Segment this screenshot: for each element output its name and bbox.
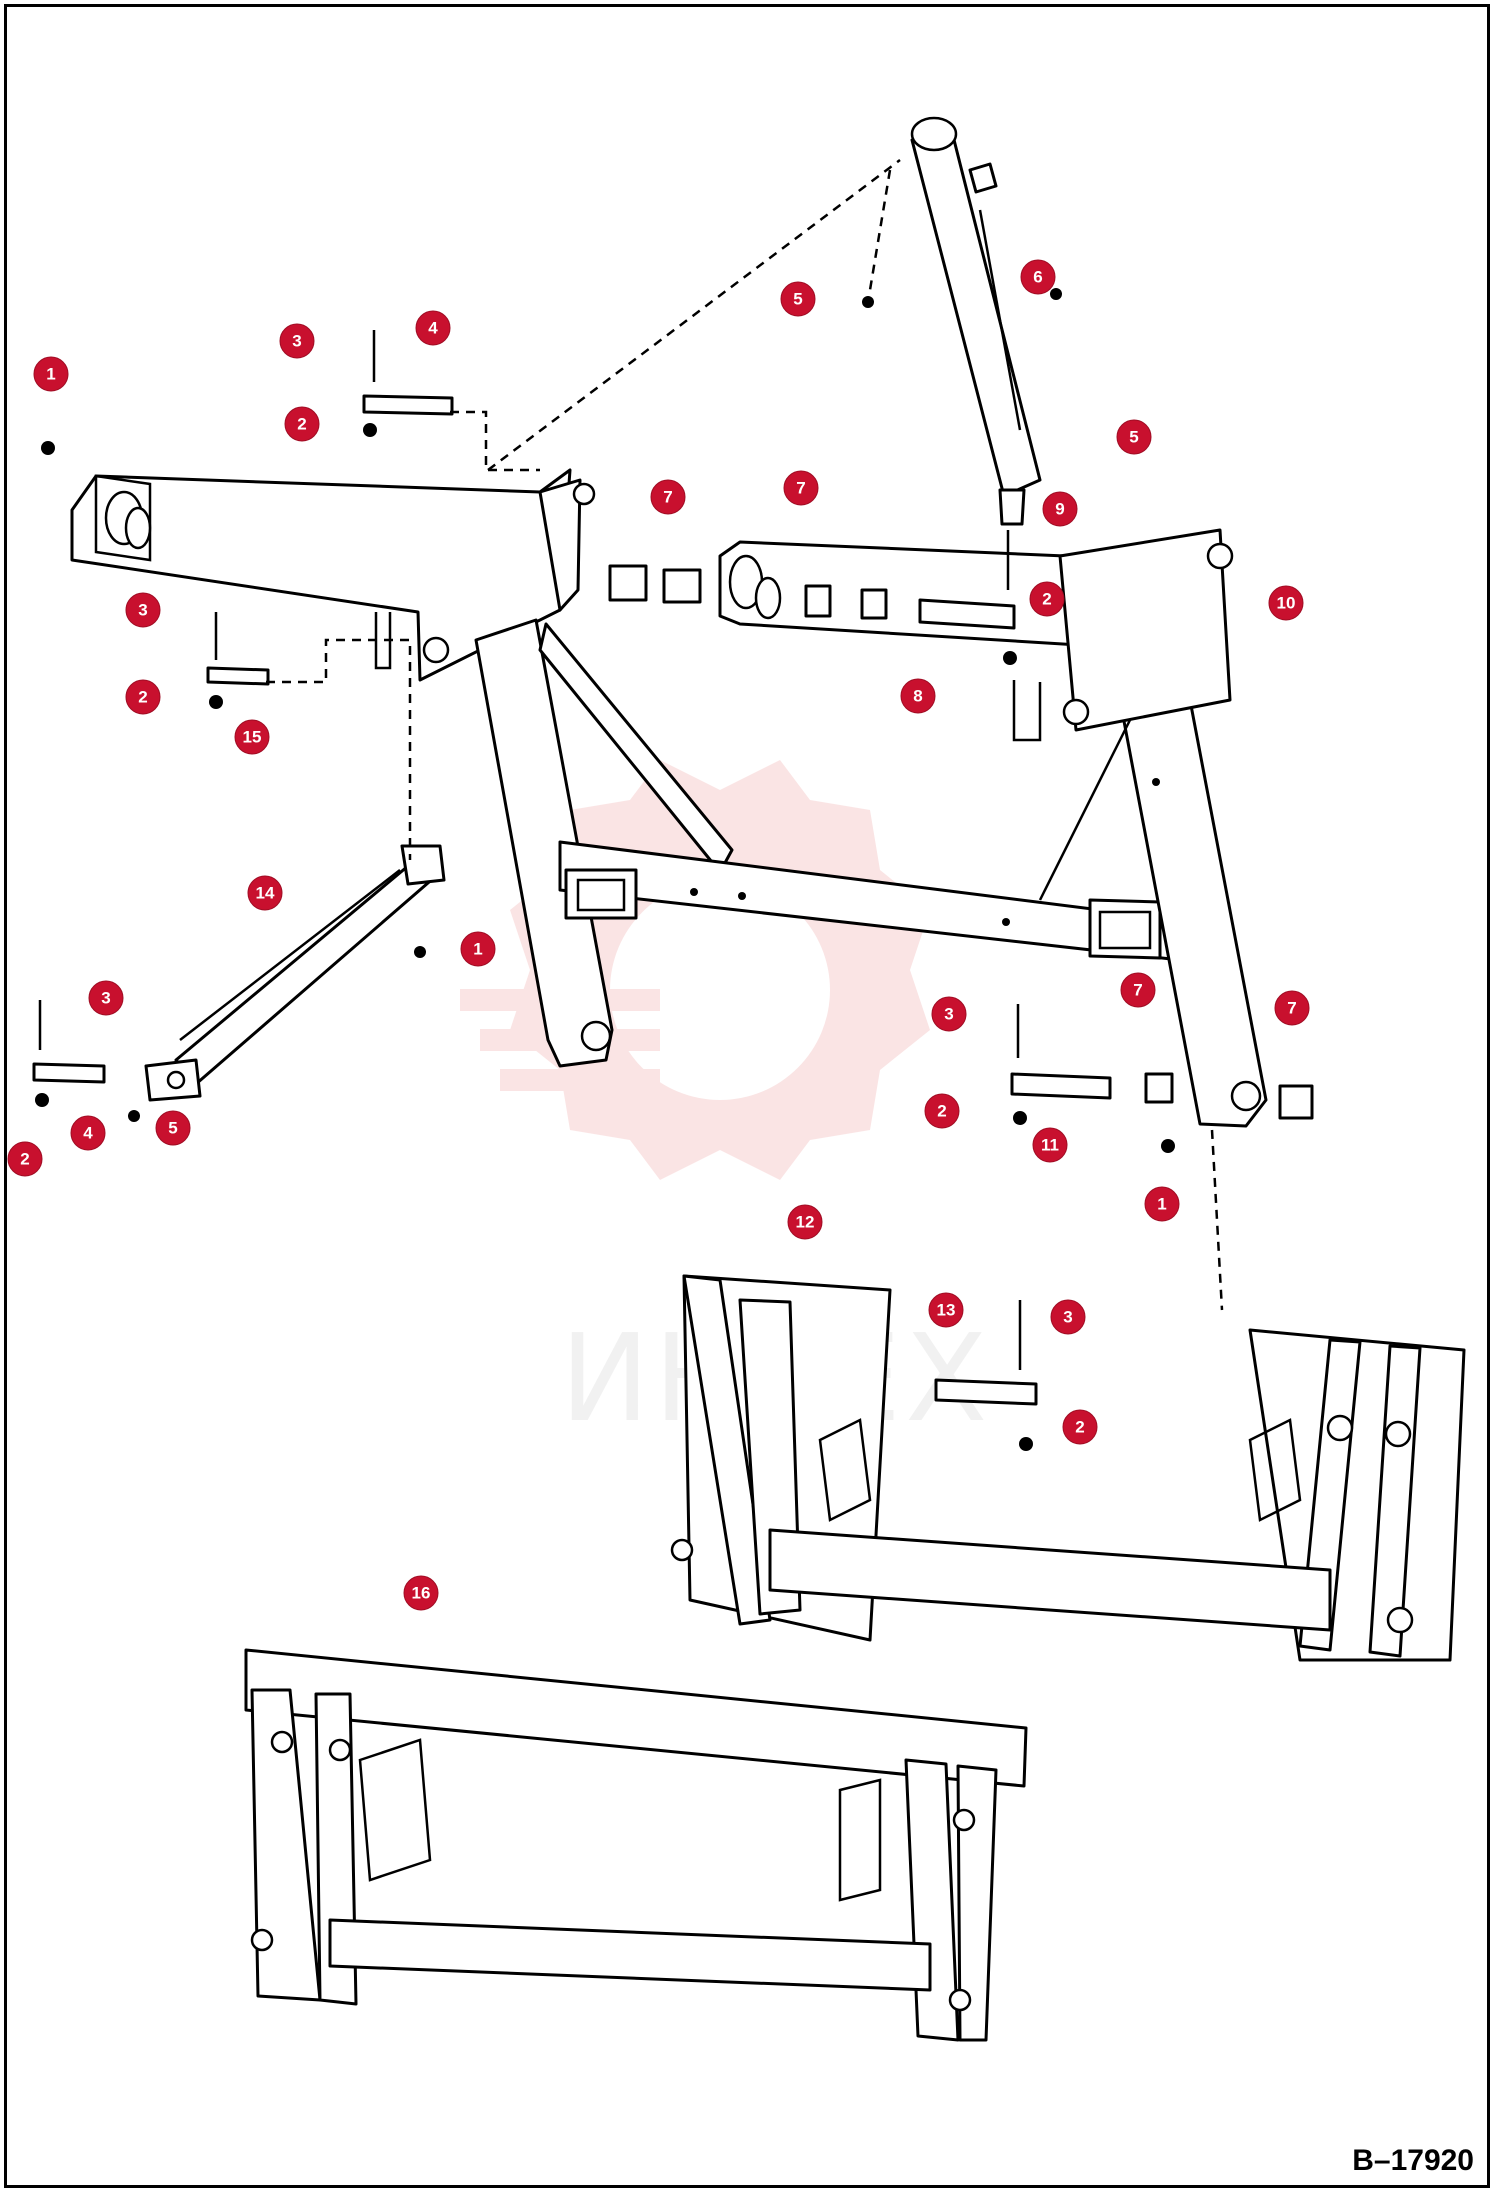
callout-label: 4 <box>428 319 438 338</box>
callouts: 1 3 4 2 5 6 5 7 7 9 2 10 3 2 15 8 14 1 3… <box>7 259 1310 1611</box>
quick-attach-plate <box>670 1274 1466 1662</box>
bushings-upper <box>608 530 1017 665</box>
callout-label: 5 <box>793 290 802 309</box>
callout-19: 3 <box>88 980 124 1016</box>
upper-left-arm <box>70 468 596 682</box>
callout-22: 2 <box>7 1141 43 1177</box>
callout-label: 2 <box>1042 590 1051 609</box>
callout-14: 2 <box>125 679 161 715</box>
callout-23: 7 <box>1120 972 1156 1008</box>
callout-label: 4 <box>83 1124 93 1143</box>
callout-31: 3 <box>1050 1299 1086 1335</box>
callout-33: 16 <box>403 1575 439 1611</box>
callout-label: 2 <box>1075 1418 1084 1437</box>
callout-label: 12 <box>796 1213 815 1232</box>
callout-7: 5 <box>1116 419 1152 455</box>
callout-20: 4 <box>70 1115 106 1151</box>
callout-3: 4 <box>415 310 451 346</box>
callout-8: 7 <box>650 479 686 515</box>
callout-label: 5 <box>1129 428 1138 447</box>
callout-label: 7 <box>1287 999 1296 1018</box>
callout-27: 11 <box>1032 1127 1068 1163</box>
callout-label: 3 <box>1063 1308 1072 1327</box>
callout-label: 7 <box>796 479 805 498</box>
callout-label: 14 <box>256 884 275 903</box>
alignment-lines <box>266 159 1224 1311</box>
callout-12: 10 <box>1268 585 1304 621</box>
upper-right-arm <box>718 528 1234 742</box>
callout-label: 3 <box>138 601 147 620</box>
callout-28: 1 <box>1144 1186 1180 1222</box>
callout-label: 7 <box>1133 981 1142 1000</box>
callout-label: 2 <box>138 688 147 707</box>
callout-21: 5 <box>155 1110 191 1146</box>
tilt-cylinder <box>862 116 1062 526</box>
callout-1: 1 <box>33 356 69 392</box>
callout-label: 2 <box>937 1102 946 1121</box>
callout-4: 2 <box>284 406 320 442</box>
callout-18: 1 <box>460 931 496 967</box>
callout-11: 2 <box>1029 581 1065 617</box>
callout-30: 13 <box>928 1292 964 1328</box>
callout-label: 8 <box>913 687 922 706</box>
diagram-frame <box>4 4 1490 2188</box>
lift-cylinder <box>144 844 446 1102</box>
callout-26: 2 <box>924 1093 960 1129</box>
callout-label: 3 <box>944 1005 953 1024</box>
callout-label: 3 <box>292 332 301 351</box>
callout-label: 15 <box>243 728 262 747</box>
callout-29: 12 <box>787 1204 823 1240</box>
callout-25: 3 <box>931 996 967 1032</box>
callout-5: 5 <box>780 281 816 317</box>
callout-label: 3 <box>101 989 110 1008</box>
callout-label: 16 <box>412 1584 431 1603</box>
callout-17: 14 <box>247 875 283 911</box>
callout-label: 13 <box>937 1301 956 1320</box>
callout-13: 3 <box>125 592 161 628</box>
callout-24: 7 <box>1274 990 1310 1026</box>
main-frame <box>474 618 1268 1128</box>
callout-label: 9 <box>1055 500 1064 519</box>
callout-10: 9 <box>1042 491 1078 527</box>
callout-label: 11 <box>1041 1136 1059 1155</box>
callout-label: 1 <box>1157 1195 1166 1214</box>
callout-15: 15 <box>234 719 270 755</box>
figure-reference: B–17920 <box>1352 2144 1474 2177</box>
callout-32: 2 <box>1062 1409 1098 1445</box>
callout-label: 7 <box>663 488 672 507</box>
callout-label: 6 <box>1033 268 1042 287</box>
attachment-plate <box>244 1648 1028 2042</box>
callout-label: 10 <box>1277 594 1296 613</box>
callout-label: 1 <box>473 940 482 959</box>
callout-label: 1 <box>46 365 55 384</box>
callout-6: 6 <box>1020 259 1056 295</box>
callout-label: 5 <box>168 1119 177 1138</box>
hardware <box>32 330 1314 1451</box>
callout-label: 2 <box>297 415 306 434</box>
callout-9: 7 <box>783 470 819 506</box>
callout-2: 3 <box>279 323 315 359</box>
callout-16: 8 <box>900 678 936 714</box>
callout-label: 2 <box>20 1150 29 1169</box>
